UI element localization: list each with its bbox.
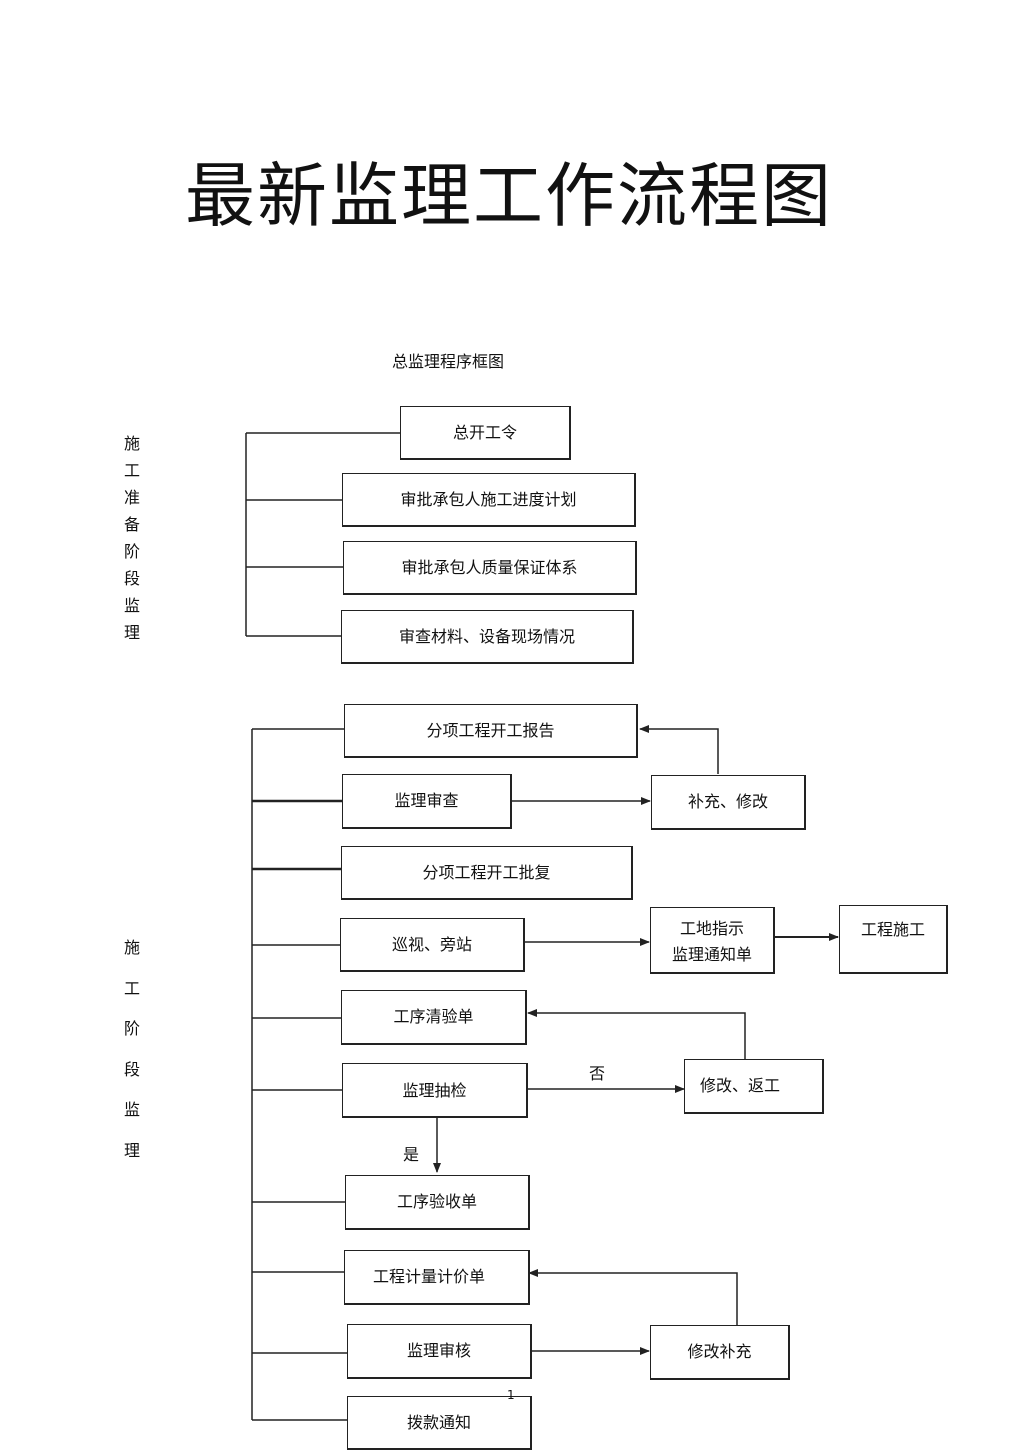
flowchart-title: 总监理程序框图 [392,352,505,371]
stage-char: 工 [123,461,140,480]
stage-char: 施 [123,434,140,453]
box-modify-rework: 修改、返工 [684,1059,824,1114]
box-payment-notice: 拨款通知 [347,1396,532,1450]
stage-char: 阶 [123,1019,140,1038]
stage-char: 理 [123,623,140,642]
stage-char: 段 [123,569,140,588]
box-supervision-audit: 监理审核 [347,1324,532,1379]
box-measurement-pricing: 工程计量计价单 [344,1250,530,1305]
stage-char: 监 [123,596,140,615]
box-process-checklist: 工序清验单 [341,990,527,1045]
label-no: 否 [589,1064,606,1083]
arrow [639,725,719,774]
box-approve-schedule: 审批承包人施工进度计划 [342,473,636,527]
box-construction: 工程施工 [839,905,948,974]
box-approve-quality-system: 审批承包人质量保证体系 [343,541,637,595]
box-general-start-order: 总开工令 [400,406,571,460]
arrow [528,1269,738,1326]
box-site-instruction: 工地指示 监理通知单 [650,907,775,974]
stage-char: 段 [123,1059,140,1079]
stage-char: 备 [123,515,140,534]
box-process-acceptance: 工序验收单 [345,1175,530,1230]
box-line: 监理通知单 [671,945,752,964]
arrow [527,1009,746,1060]
stage-char: 准 [123,488,140,507]
page-title: 最新监理工作流程图 [185,155,833,237]
stage-char: 理 [123,1140,140,1160]
box-supervision-review: 监理审查 [342,774,512,829]
stage-char: 施 [123,938,140,957]
stage-label-prep: 施 工 准 备 阶 段 监 理 [122,430,142,646]
stage-label-construction: 施 工 阶 段 监 理 [122,934,142,1177]
stage-char: 工 [123,978,140,998]
stage-char: 阶 [123,542,140,561]
box-start-approval: 分项工程开工批复 [341,846,633,900]
box-modify-supplement: 修改补充 [650,1325,790,1380]
box-spot-check: 监理抽检 [342,1063,528,1118]
page-number: 1 [507,1388,515,1402]
box-patrol-station: 巡视、旁站 [340,918,525,972]
stage-char: 监 [123,1100,140,1119]
box-start-report: 分项工程开工报告 [344,704,638,758]
box-review-materials: 审查材料、设备现场情况 [341,610,634,664]
box-supplement-modify: 补充、修改 [651,775,806,830]
box-line: 工地指示 [679,919,744,938]
label-yes: 是 [403,1145,420,1164]
